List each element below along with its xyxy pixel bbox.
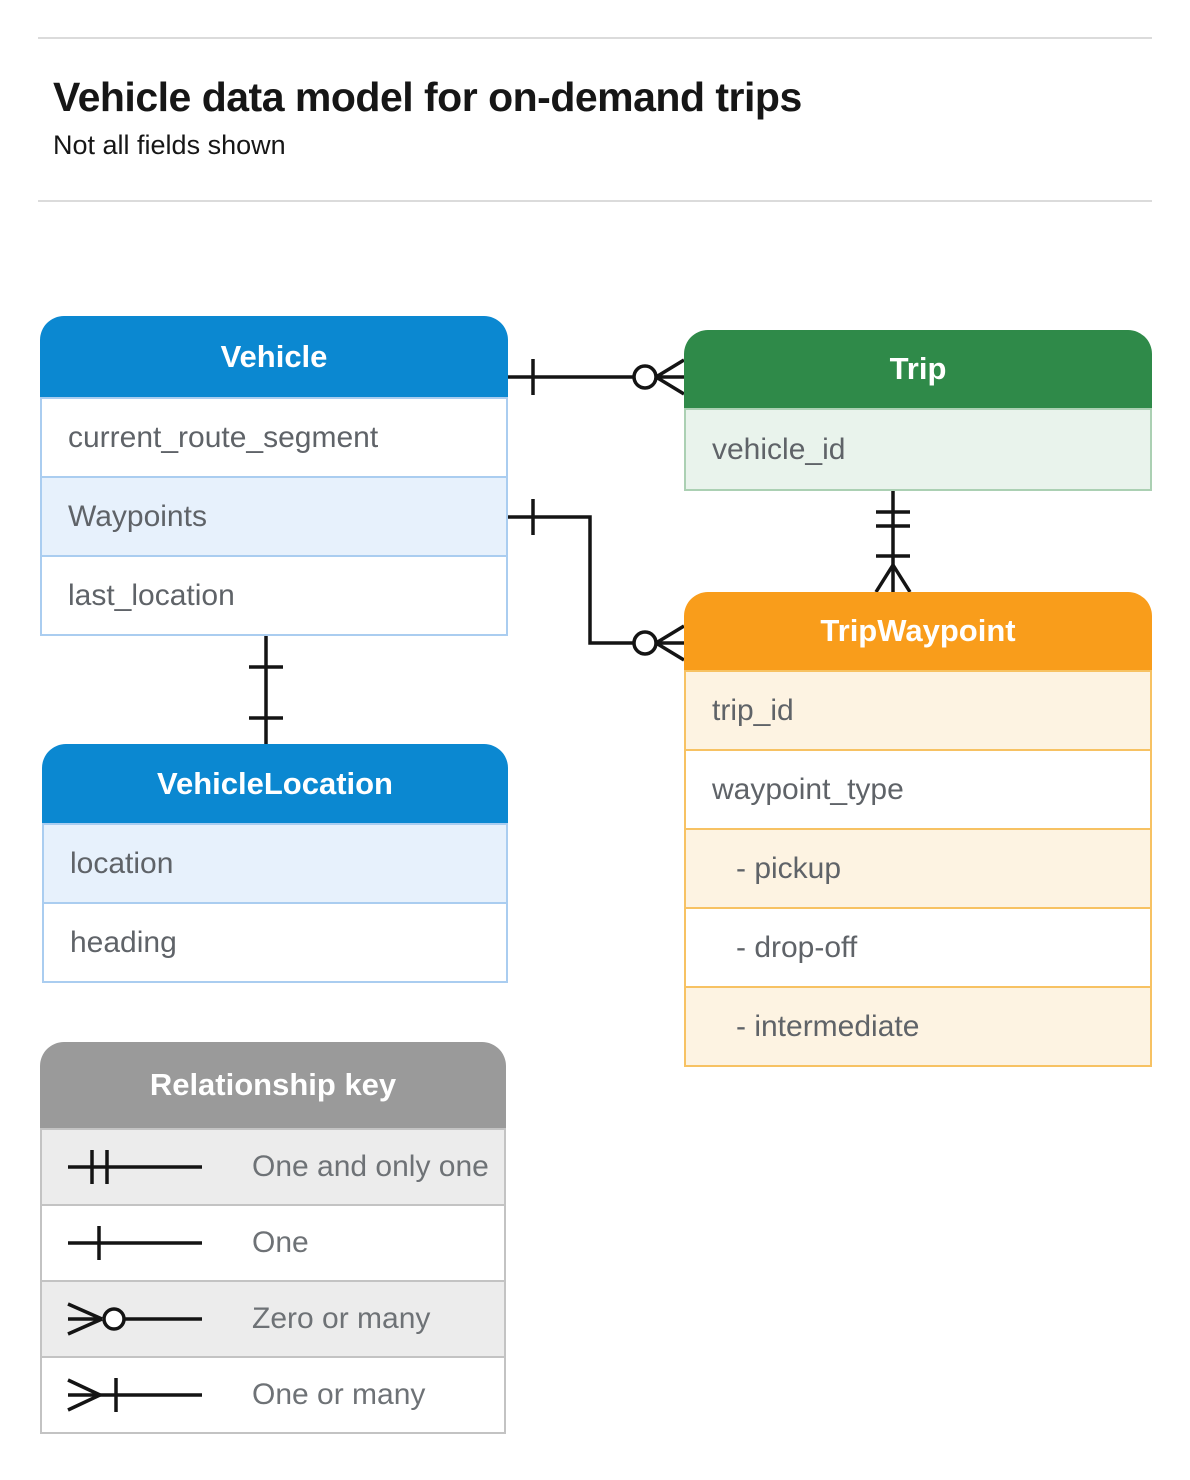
field-waypoint-type-intermediate: - intermediate: [686, 986, 1150, 1065]
relationship-key-rows: One and only one One Zero or many: [40, 1128, 506, 1434]
page-title: Vehicle data model for on-demand trips: [53, 74, 802, 120]
key-row-one: One: [42, 1204, 504, 1280]
field-current-route-segment: current_route_segment: [68, 420, 379, 454]
top-divider: [38, 37, 1152, 39]
entity-tripwaypoint: TripWaypoint trip_id waypoint_type - pic…: [684, 592, 1152, 1067]
field-last-location: last_location: [42, 555, 506, 634]
entity-tripwaypoint-fields: trip_id waypoint_type - pickup - drop-of…: [684, 670, 1152, 1067]
field-waypoint-type: waypoint_type: [686, 749, 1150, 828]
relationship-key-title: Relationship key: [40, 1042, 506, 1128]
entity-tripwaypoint-title: TripWaypoint: [684, 592, 1152, 670]
relationship-key: Relationship key One and only one One: [40, 1042, 506, 1434]
one-and-only-one-icon: [68, 1150, 202, 1184]
key-row-zero-or-many: Zero or many: [42, 1280, 504, 1356]
entity-vehiclelocation: VehicleLocation location heading: [42, 744, 508, 983]
one-icon: [68, 1226, 202, 1260]
connector-trip-tripwaypoint: [874, 489, 912, 593]
page-subtitle: Not all fields shown: [53, 130, 286, 160]
entity-vehiclelocation-fields: location heading: [42, 823, 508, 983]
entity-vehicle: Vehicle current_route_segment Waypoints …: [40, 316, 508, 636]
field-heading: heading: [44, 902, 506, 981]
entity-trip: Trip vehicle_id: [684, 330, 1152, 491]
one-or-many-icon: [67, 1378, 202, 1412]
key-label: One: [252, 1226, 309, 1259]
field-waypoints: Waypoints: [42, 476, 506, 555]
connector-vehicle-vehiclelocation: [249, 635, 283, 744]
key-label: One and only one: [252, 1150, 489, 1183]
connector-waypoints-tripwaypoint: [508, 499, 685, 662]
entity-vehicle-fields: current_route_segment Waypoints last_loc…: [40, 397, 508, 636]
header-divider: [38, 200, 1152, 202]
entity-vehicle-title: Vehicle: [40, 316, 508, 397]
field-waypoint-type-pickup: - pickup: [686, 828, 1150, 907]
field-trip-id: trip_id: [686, 672, 1150, 749]
entity-vehiclelocation-title: VehicleLocation: [42, 744, 508, 823]
entity-trip-title: Trip: [684, 330, 1152, 408]
field-waypoint-type-dropoff: - drop-off: [686, 907, 1150, 986]
key-label: Zero or many: [252, 1302, 431, 1335]
entity-trip-fields: vehicle_id: [684, 408, 1152, 491]
field-vehicle-id: vehicle_id: [686, 410, 1150, 489]
zero-or-many-icon: [67, 1302, 202, 1336]
key-row-one-and-only-one: One and only one: [42, 1130, 504, 1204]
key-row-one-or-many: One or many: [42, 1356, 504, 1432]
connector-vehicle-trip: [508, 358, 685, 396]
field-location: location: [44, 825, 506, 902]
key-label: One or many: [252, 1378, 426, 1411]
